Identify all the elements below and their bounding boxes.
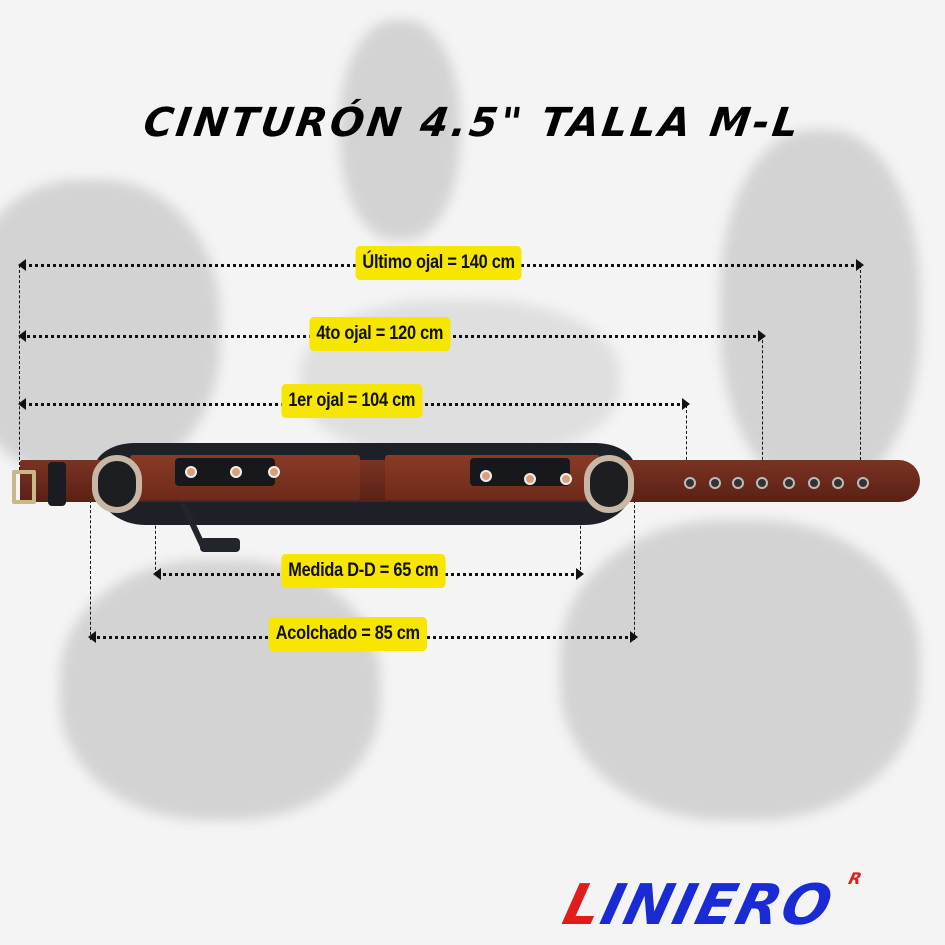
- label-4to-ojal: 4to ojal = 120 cm: [309, 317, 451, 351]
- buckle-icon: [12, 470, 36, 504]
- label-acolchado: Acolchado = 85 cm: [268, 617, 427, 651]
- label-ultimo-ojal: Último ojal = 140 cm: [355, 246, 522, 280]
- eyelet-icon: [709, 477, 721, 489]
- guide-line: [634, 500, 635, 640]
- eyelet-icon: [832, 477, 844, 489]
- eyelet-icon: [684, 477, 696, 489]
- arrow-left-icon: [153, 568, 161, 580]
- eyelet-icon: [808, 477, 820, 489]
- guide-line: [580, 500, 581, 575]
- arrow-left-icon: [18, 398, 26, 410]
- eyelet-icon: [857, 477, 869, 489]
- arrow-right-icon: [576, 568, 584, 580]
- rivet-icon: [230, 466, 242, 478]
- label-1er-ojal: 1er ojal = 104 cm: [281, 384, 423, 418]
- rivet-icon: [480, 470, 492, 482]
- brand-logo-rest: INIERO: [594, 873, 841, 938]
- arrow-right-icon: [630, 631, 638, 643]
- eyelet-icon: [732, 477, 744, 489]
- guide-line: [686, 405, 687, 465]
- guide-line: [155, 500, 156, 575]
- arrow-right-icon: [682, 398, 690, 410]
- guide-line: [19, 265, 20, 470]
- rivet-icon: [560, 473, 572, 485]
- eyelet-icon: [756, 477, 768, 489]
- label-medida-d-d: Medida D-D = 65 cm: [281, 554, 446, 588]
- arrow-left-icon: [18, 259, 26, 271]
- arrow-left-icon: [18, 330, 26, 342]
- rivet-icon: [268, 466, 280, 478]
- arrow-right-icon: [856, 259, 864, 271]
- arrow-left-icon: [88, 631, 96, 643]
- guide-line: [860, 265, 861, 465]
- arrow-right-icon: [758, 330, 766, 342]
- belt-keeper: [48, 462, 66, 506]
- rivet-icon: [524, 473, 536, 485]
- product-title: CINTURÓN 4.5" TALLA M-L: [140, 100, 805, 146]
- d-ring-right-icon: [584, 455, 634, 513]
- rivet-icon: [185, 466, 197, 478]
- guide-line: [762, 335, 763, 465]
- eyelet-icon: [783, 477, 795, 489]
- d-ring-left-icon: [92, 455, 142, 513]
- tool-strap-tab: [200, 538, 240, 552]
- guide-line: [90, 500, 91, 640]
